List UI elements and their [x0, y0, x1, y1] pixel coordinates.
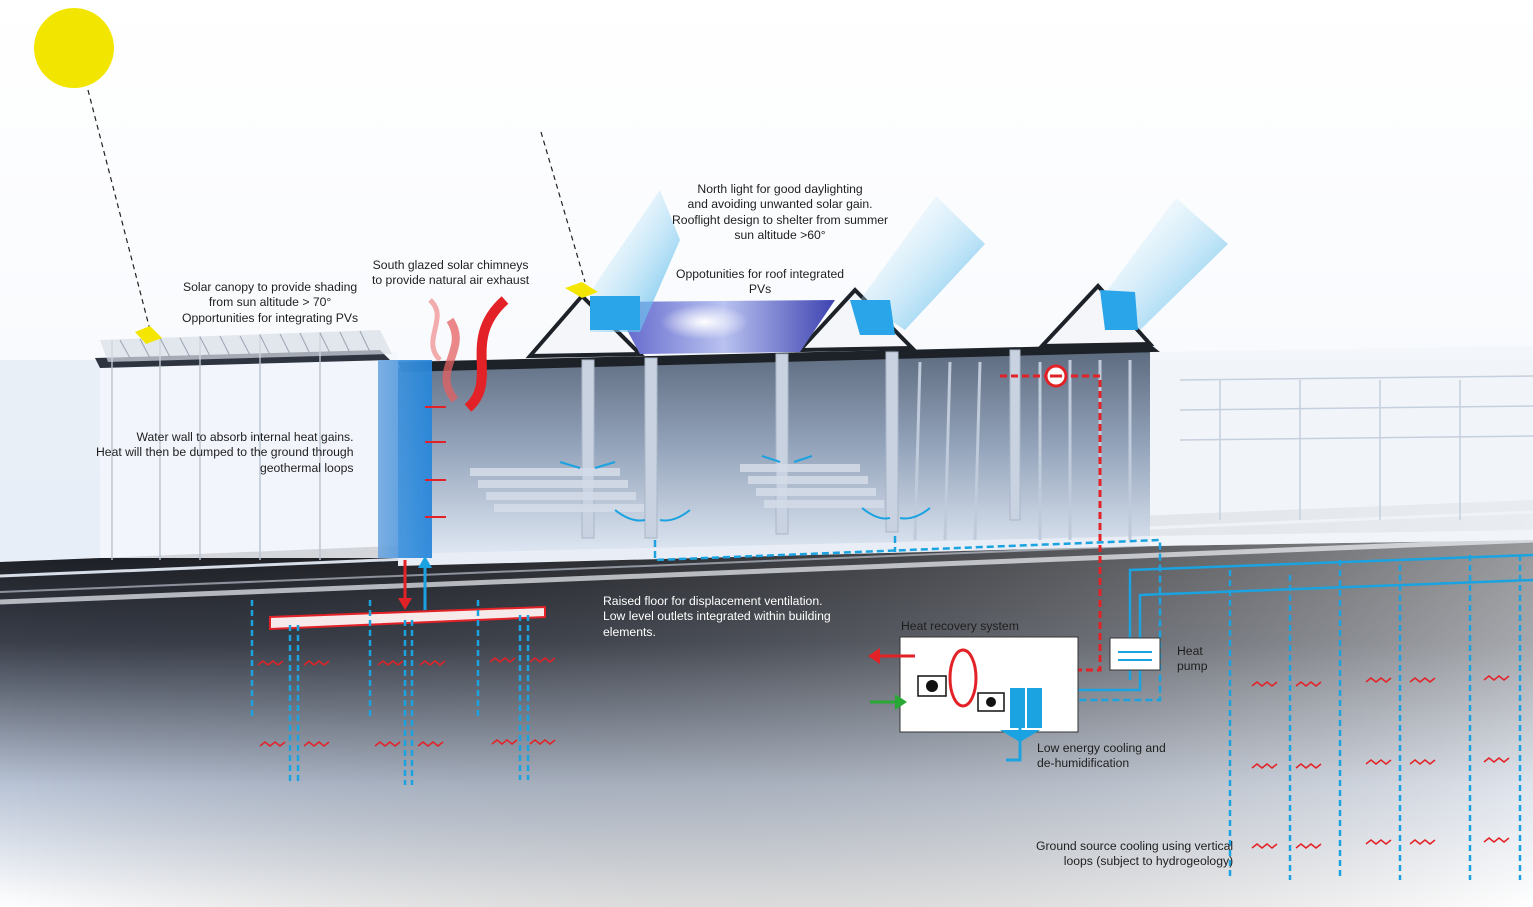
ground-heat-arrows: [257, 657, 1510, 849]
label-water-wall: Water wall to absorb internal heat gains…: [96, 430, 354, 475]
canopy-marker-icon: [135, 326, 162, 344]
label-ground-source: Ground source cooling using vertical loo…: [1036, 839, 1234, 869]
chimney-exhaust-arrows: [428, 296, 509, 412]
heat-pump-unit: [1109, 637, 1161, 671]
rooflight-marker-icon: [565, 282, 598, 298]
heat-recovery-unit: [899, 636, 1079, 733]
sun-icon: [34, 8, 114, 88]
daylight-beams: [590, 190, 1228, 335]
label-raised-floor: Raised floor for displacement ventilatio…: [603, 594, 831, 639]
label-low-energy-cooling: Low energy cooling and de-humidification: [1037, 741, 1166, 771]
label-solar-chimneys: South glazed solar chimneys to provide n…: [372, 258, 530, 288]
airflow-arrows: [868, 648, 1040, 762]
label-north-light: North light for good daylighting and avo…: [672, 182, 889, 243]
water-wall-heat-arrows: [425, 406, 446, 518]
label-solar-canopy: Solar canopy to provide shading from sun…: [182, 280, 359, 325]
ground-source-loops: [1228, 555, 1522, 880]
label-heat-recovery: Heat recovery system: [901, 619, 1019, 633]
building-hall: [95, 283, 1533, 566]
ground-section: [0, 500, 1533, 907]
supply-duct: [653, 536, 1162, 702]
label-roof-pvs: Oppotunities for roof integrated PVs: [676, 267, 845, 297]
label-heat-pump: Heat pump: [1177, 644, 1208, 674]
water-wall-geothermal-loop: [250, 556, 546, 785]
supply-vent-arrows: [559, 455, 931, 522]
